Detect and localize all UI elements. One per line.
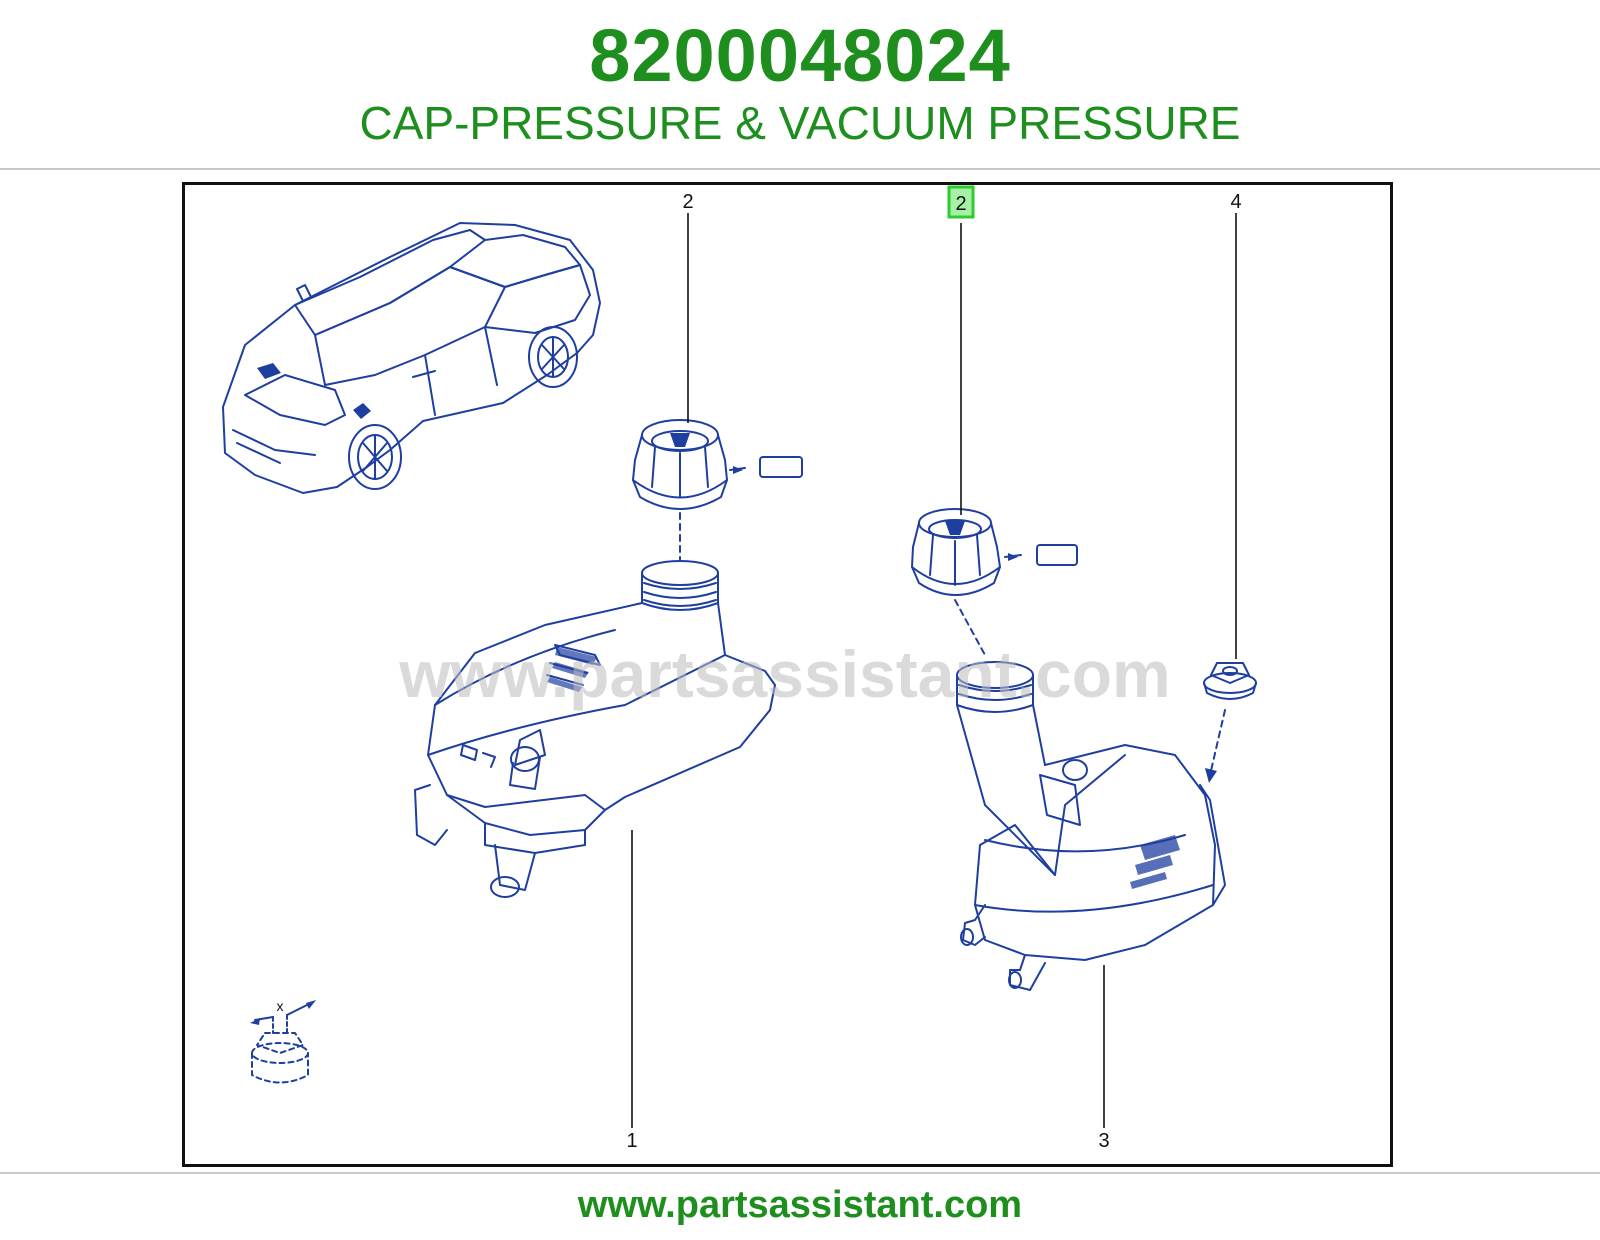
flange-nut xyxy=(1203,662,1257,783)
part-description: CAP-PRESSURE & VACUUM PRESSURE xyxy=(359,97,1241,149)
parts-diagram: www.partsassistant.com 2 2 4 1 3 x xyxy=(182,182,1393,1167)
callout-tank-right[interactable]: 3 xyxy=(1098,1130,1109,1152)
expansion-tank-right xyxy=(956,661,1226,991)
header-divider xyxy=(0,168,1600,170)
pressure-cap-left xyxy=(632,419,803,510)
diagram-canvas: www.partsassistant.com 2 2 4 1 3 x xyxy=(222,185,1257,1152)
dimension-label: x xyxy=(277,998,284,1014)
callout-nut[interactable]: 4 xyxy=(1230,191,1241,213)
footer-divider xyxy=(0,1172,1600,1174)
callout-leaders xyxy=(631,213,1237,1128)
dimension-arrows xyxy=(250,1000,316,1034)
watermark-text: www.partsassistant.com xyxy=(398,637,1170,711)
expansion-tank-left xyxy=(414,560,776,898)
callout-cap-left[interactable]: 2 xyxy=(682,191,693,213)
part-number: 8200048024 xyxy=(589,14,1011,97)
callout-cap-right[interactable]: 2 xyxy=(955,193,966,215)
footer-website-link[interactable]: www.partsassistant.com xyxy=(577,1184,1023,1226)
pressure-cap-right xyxy=(911,508,1078,596)
callout-tank-left[interactable]: 1 xyxy=(626,1130,637,1152)
callout-highlight xyxy=(947,185,975,219)
vehicle-illustration xyxy=(222,222,601,494)
dimension-symbol xyxy=(251,1032,309,1084)
